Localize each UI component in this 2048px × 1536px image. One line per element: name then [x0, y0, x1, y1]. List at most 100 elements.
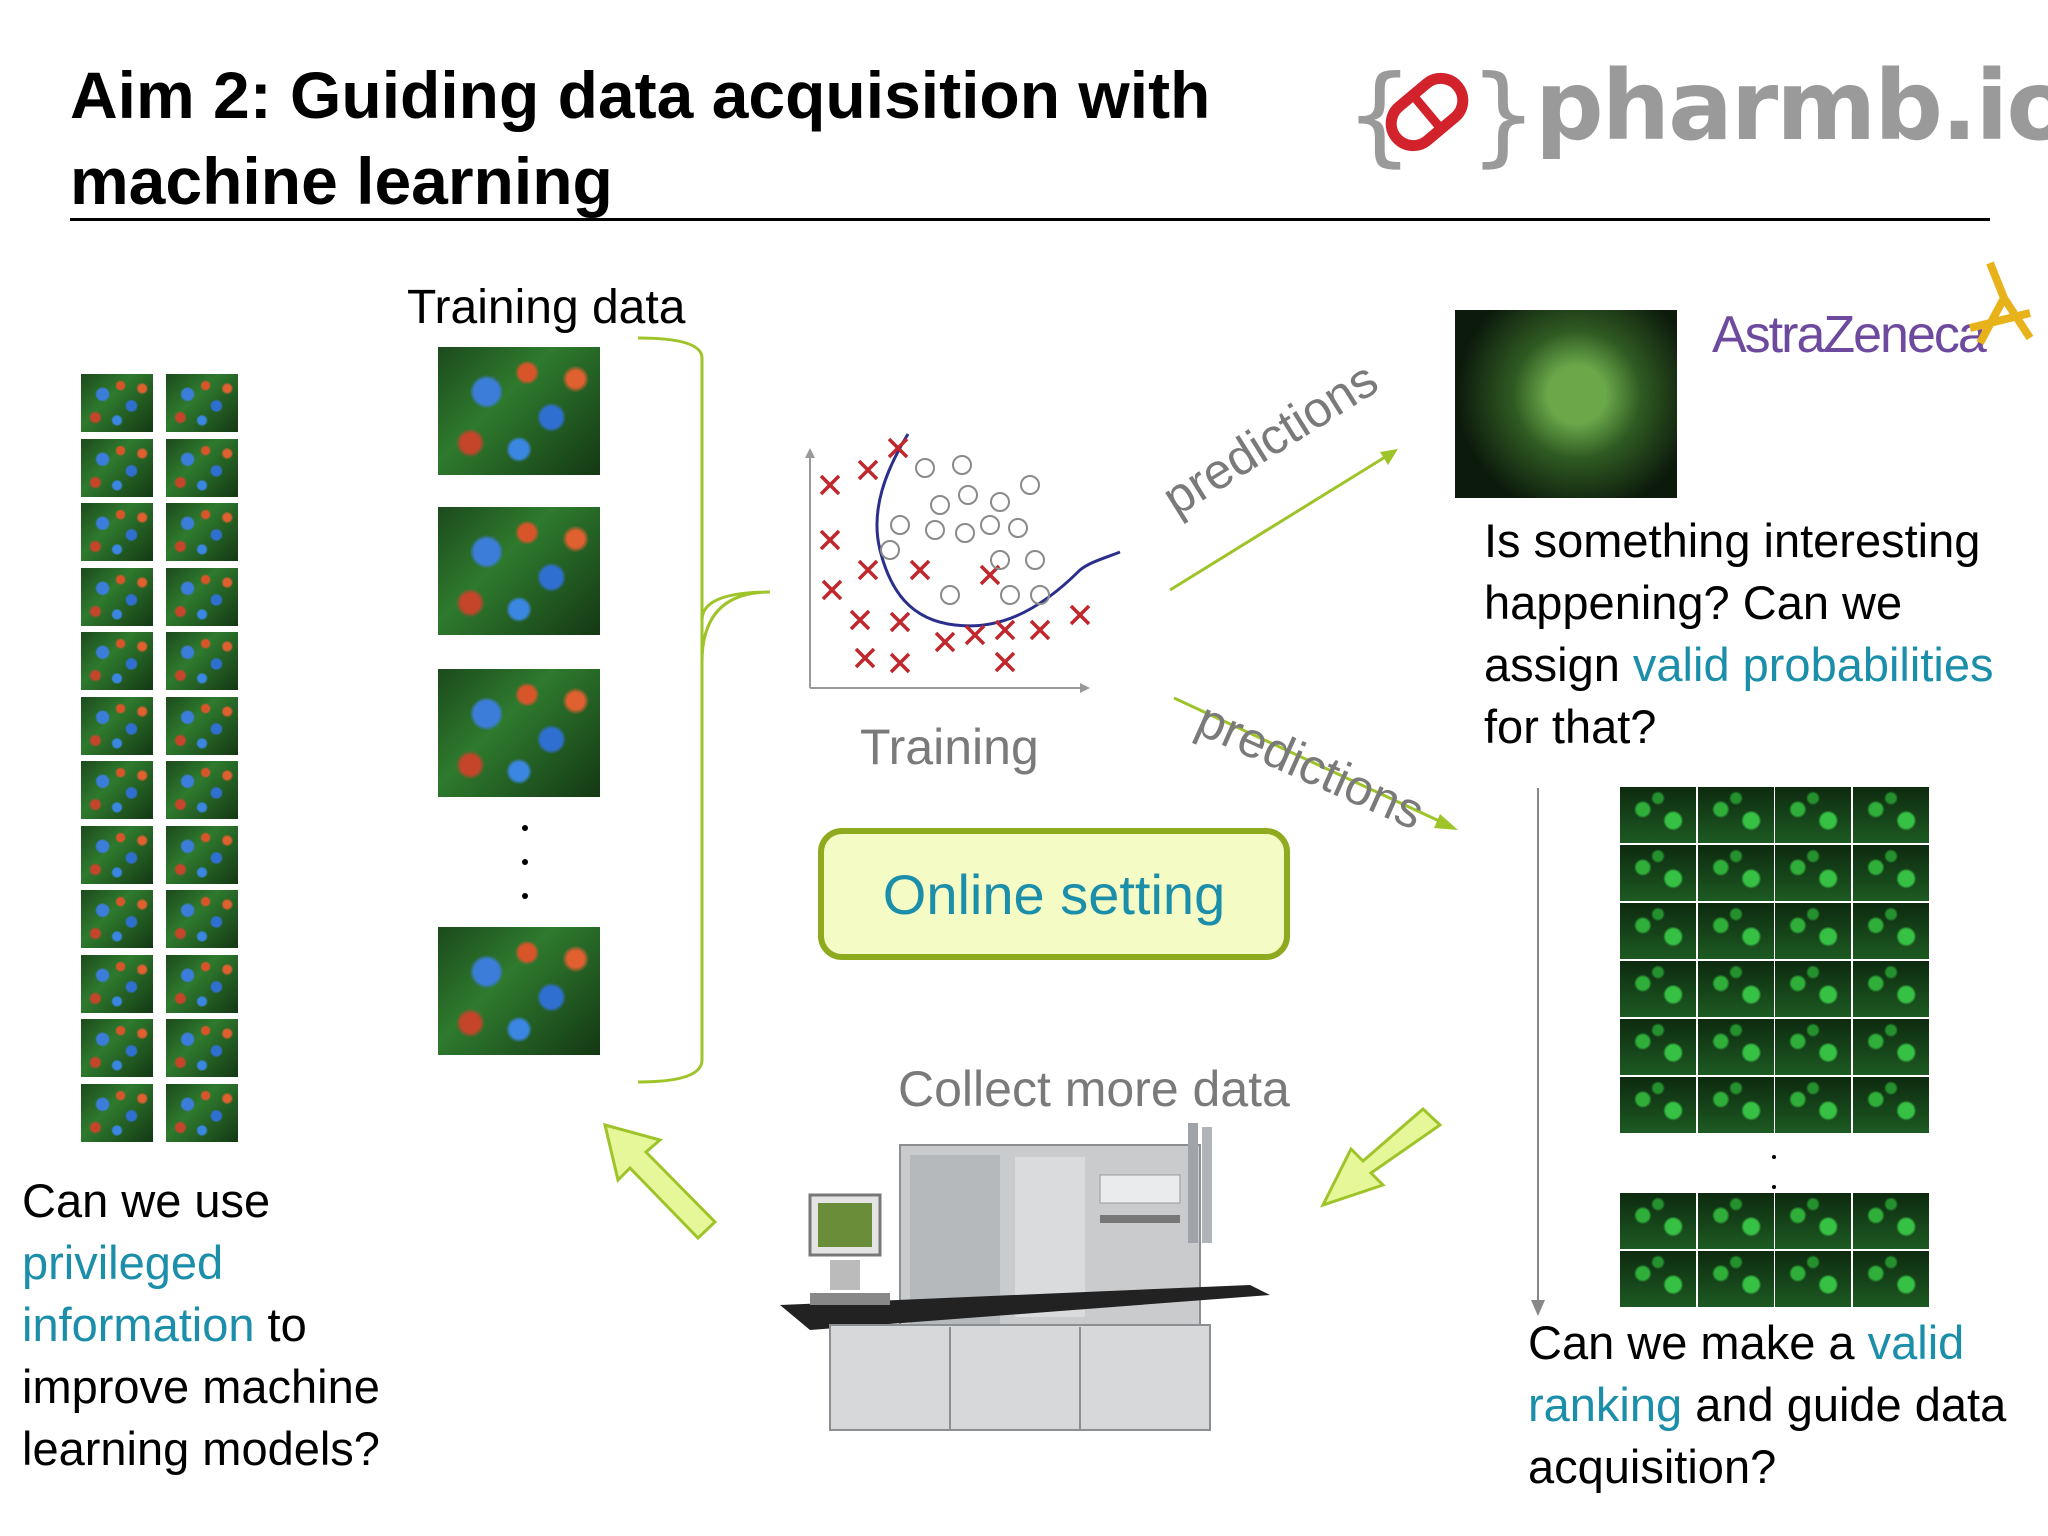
- plate-well-image: [1620, 845, 1696, 901]
- plate-well-image: [1852, 787, 1929, 843]
- q-priv-line3: information to: [22, 1294, 380, 1356]
- privileged-image-grid: [80, 373, 245, 1150]
- class-a-cross-marker: [821, 579, 843, 601]
- ranked-image-grid-bottom: [1620, 1193, 1930, 1309]
- q-prob-line1: Is something interesting: [1484, 514, 1981, 567]
- q-prob-line4: for that?: [1484, 700, 1657, 753]
- class-b-circle-marker: [990, 550, 1010, 570]
- class-b-circle-marker: [925, 520, 945, 540]
- training-image-1: [438, 347, 600, 475]
- class-a-cross-marker: [994, 651, 1016, 673]
- q-rank-line3: acquisition?: [1528, 1440, 1777, 1493]
- x-axis-arrow: [1080, 683, 1090, 693]
- class-b-circle-marker: [940, 585, 960, 605]
- ellipsis-dot: [522, 893, 528, 899]
- plate-well-image: [1775, 1193, 1851, 1249]
- slide-title: Aim 2: Guiding data acquisition with mac…: [70, 52, 1340, 224]
- class-a-cross-marker: [889, 652, 911, 674]
- plate-well-image: [1775, 1251, 1851, 1307]
- plate-well-image: [1620, 1193, 1696, 1249]
- class-b-circle-marker: [1008, 518, 1028, 538]
- pharmbio-brand-text: pharmb.io: [1535, 50, 2048, 162]
- privileged-thumbnail: [80, 760, 154, 820]
- arrow-back-to-training: [602, 1122, 718, 1241]
- collect-more-data-label: Collect more data: [898, 1061, 1290, 1117]
- class-b-circle-marker: [958, 485, 978, 505]
- class-b-circle-marker: [880, 540, 900, 560]
- training-label: Training: [860, 719, 1039, 775]
- slide-title-line2: machine learning: [70, 144, 613, 218]
- astrazeneca-ribbon-icon: [1969, 261, 2034, 345]
- q-priv-line1: Can we use: [22, 1174, 271, 1227]
- question-probabilities: Is something interesting happening? Can …: [1484, 510, 1993, 758]
- privileged-thumbnail: [80, 889, 154, 949]
- privileged-thumbnail: [165, 1018, 239, 1078]
- plate-well-image: [1775, 787, 1851, 843]
- q-priv-line3-hl: information: [22, 1298, 255, 1351]
- plate-well-image: [1620, 1077, 1696, 1133]
- plate-well-image: [1697, 961, 1774, 1017]
- screening-microscope-icon: [780, 1123, 1270, 1431]
- plate-well-image: [1620, 787, 1696, 843]
- q-prob-line3-pre: assign: [1484, 638, 1633, 691]
- plate-well-image: [1852, 903, 1929, 959]
- class-a-cross-marker: [819, 474, 841, 496]
- q-priv-line4: improve machine: [22, 1360, 380, 1413]
- class-b-circle-marker: [1020, 475, 1040, 495]
- q-priv-line3-rest: to: [254, 1298, 307, 1351]
- plate-well-image: [1852, 1077, 1929, 1133]
- q-rank-line1-hl: valid: [1867, 1316, 1965, 1369]
- training-image-2: [438, 507, 600, 635]
- class-a-cross-marker: [964, 624, 986, 646]
- plate-well-image: [1620, 961, 1696, 1017]
- privileged-thumbnail: [80, 1082, 154, 1143]
- privileged-thumbnail: [165, 695, 239, 756]
- question-privileged-information: Can we use privileged information to imp…: [22, 1170, 380, 1480]
- arrow-to-instrument: [1320, 1106, 1443, 1208]
- class-b-circle-marker: [952, 455, 972, 475]
- ellipsis-dot: [522, 825, 528, 831]
- q-rank-line2-hl: ranking: [1528, 1378, 1683, 1431]
- classifier-scatter-plot: [805, 433, 1121, 693]
- class-b-circle-marker: [1030, 585, 1050, 605]
- online-setting-label: Online setting: [882, 862, 1226, 926]
- class-a-cross-marker: [887, 437, 909, 459]
- privileged-thumbnail: [80, 695, 154, 756]
- question-valid-ranking: Can we make a valid ranking and guide da…: [1528, 1312, 2006, 1498]
- class-b-circle-marker: [1000, 585, 1020, 605]
- training-image-3: [438, 669, 600, 797]
- class-b-circle-marker: [990, 492, 1010, 512]
- class-a-cross-marker: [849, 609, 871, 631]
- class-a-cross-marker: [889, 611, 911, 633]
- plate-well-image: [1697, 1251, 1774, 1307]
- q-rank-line1: Can we make a valid: [1528, 1312, 2006, 1374]
- plate-well-image: [1620, 1019, 1696, 1075]
- training-image-4: [438, 927, 600, 1055]
- q-prob-line3-hl: valid probabilities: [1632, 638, 1994, 691]
- plate-well-image: [1852, 961, 1929, 1017]
- pharmbio-logo: { } pharmb.io: [1345, 48, 2048, 178]
- class-a-cross-marker: [934, 631, 956, 653]
- brand-text: pharmb.io: [1535, 50, 2048, 162]
- plate-well-image: [1775, 845, 1851, 901]
- svg-text:{: {: [1345, 53, 1414, 176]
- privileged-thumbnail: [80, 566, 154, 627]
- privileged-thumbnail: [80, 502, 154, 562]
- privileged-thumbnail: [165, 566, 239, 627]
- class-b-circle-marker: [1025, 550, 1045, 570]
- ranking-arrow: [1531, 788, 1545, 1316]
- class-a-cross-marker: [819, 529, 841, 551]
- ellipsis-dot: [1772, 1185, 1776, 1189]
- plate-well-image: [1775, 903, 1851, 959]
- ellipsis-dot: [522, 859, 528, 865]
- q-priv-line5: learning models?: [22, 1422, 380, 1475]
- privileged-thumbnail: [165, 953, 239, 1014]
- plate-well-image: [1775, 1077, 1851, 1133]
- class-b-circle-marker: [980, 515, 1000, 535]
- plate-well-image: [1775, 961, 1851, 1017]
- plate-well-image: [1775, 1019, 1851, 1075]
- plate-well-image: [1697, 1193, 1774, 1249]
- plate-well-image: [1852, 1251, 1929, 1307]
- class-b-circle-marker: [915, 458, 935, 478]
- plate-well-image: [1620, 1251, 1696, 1307]
